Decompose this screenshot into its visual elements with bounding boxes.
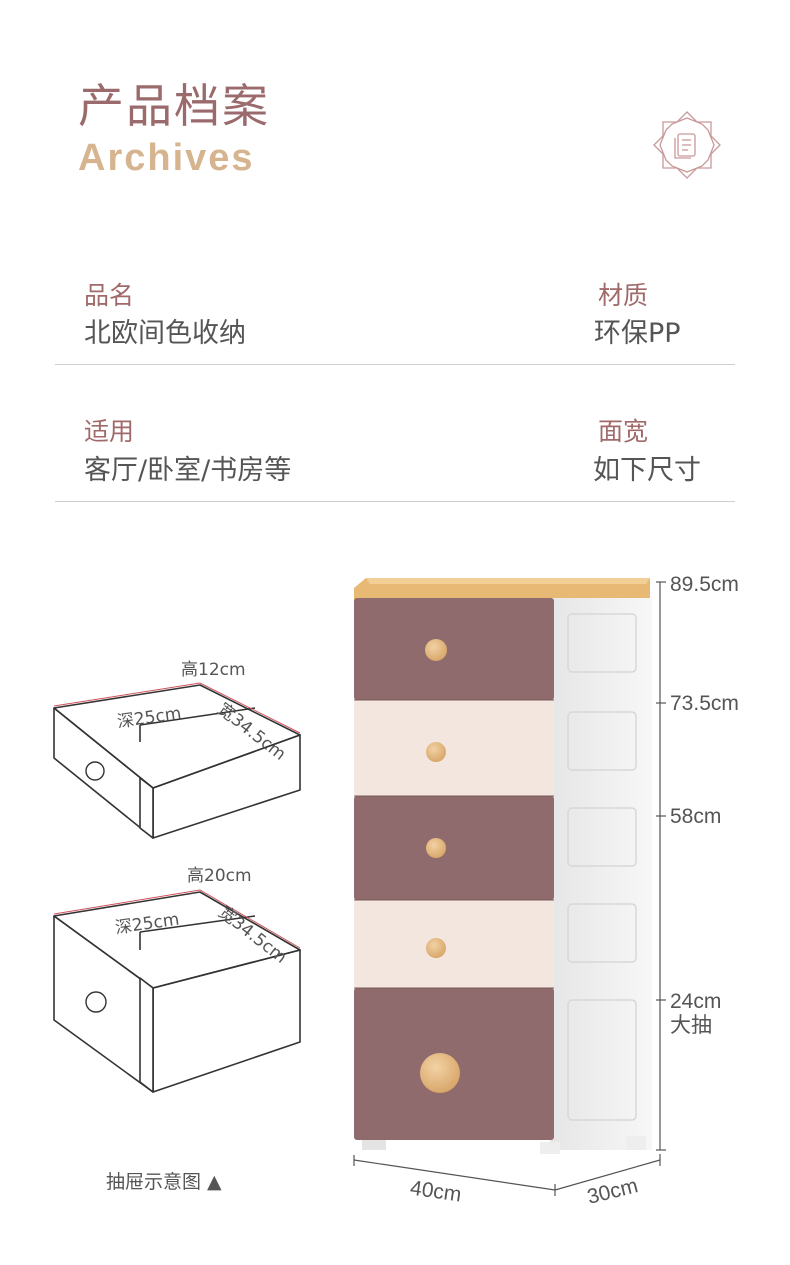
storage-cabinet-image [353,578,666,1196]
height-label-total: 89.5cm [670,573,739,596]
spec-label-width: 面宽 [598,417,649,446]
spec-label-name: 品名 [84,281,135,310]
height-label-large-drawer-note: 大抽 [670,1014,712,1037]
spec-value-usage: 客厅/卧室/书房等 [84,455,292,486]
document-icon [652,110,722,180]
divider [55,364,735,365]
spec-value-width: 如下尺寸 [593,455,701,486]
spec-value-name: 北欧间色收纳 [84,318,246,349]
small-drawer-diagram [53,682,301,839]
small-drawer-height: 高12cm [181,660,246,680]
diagram-caption: 抽屉示意图 ▲ [106,1171,222,1193]
spec-value-material: 环保PP [594,318,681,349]
height-label-level-4: 73.5cm [670,692,739,715]
page-title: 产品档案 [78,79,270,133]
large-drawer-diagram [53,889,301,1093]
height-label-level-3: 58cm [670,805,722,828]
divider [55,501,735,502]
large-drawer-height: 高20cm [187,866,252,886]
page-subtitle: Archives [78,137,255,179]
height-label-large-drawer: 24cm [670,990,722,1013]
spec-label-usage: 适用 [84,417,135,446]
spec-label-material: 材质 [598,281,649,310]
